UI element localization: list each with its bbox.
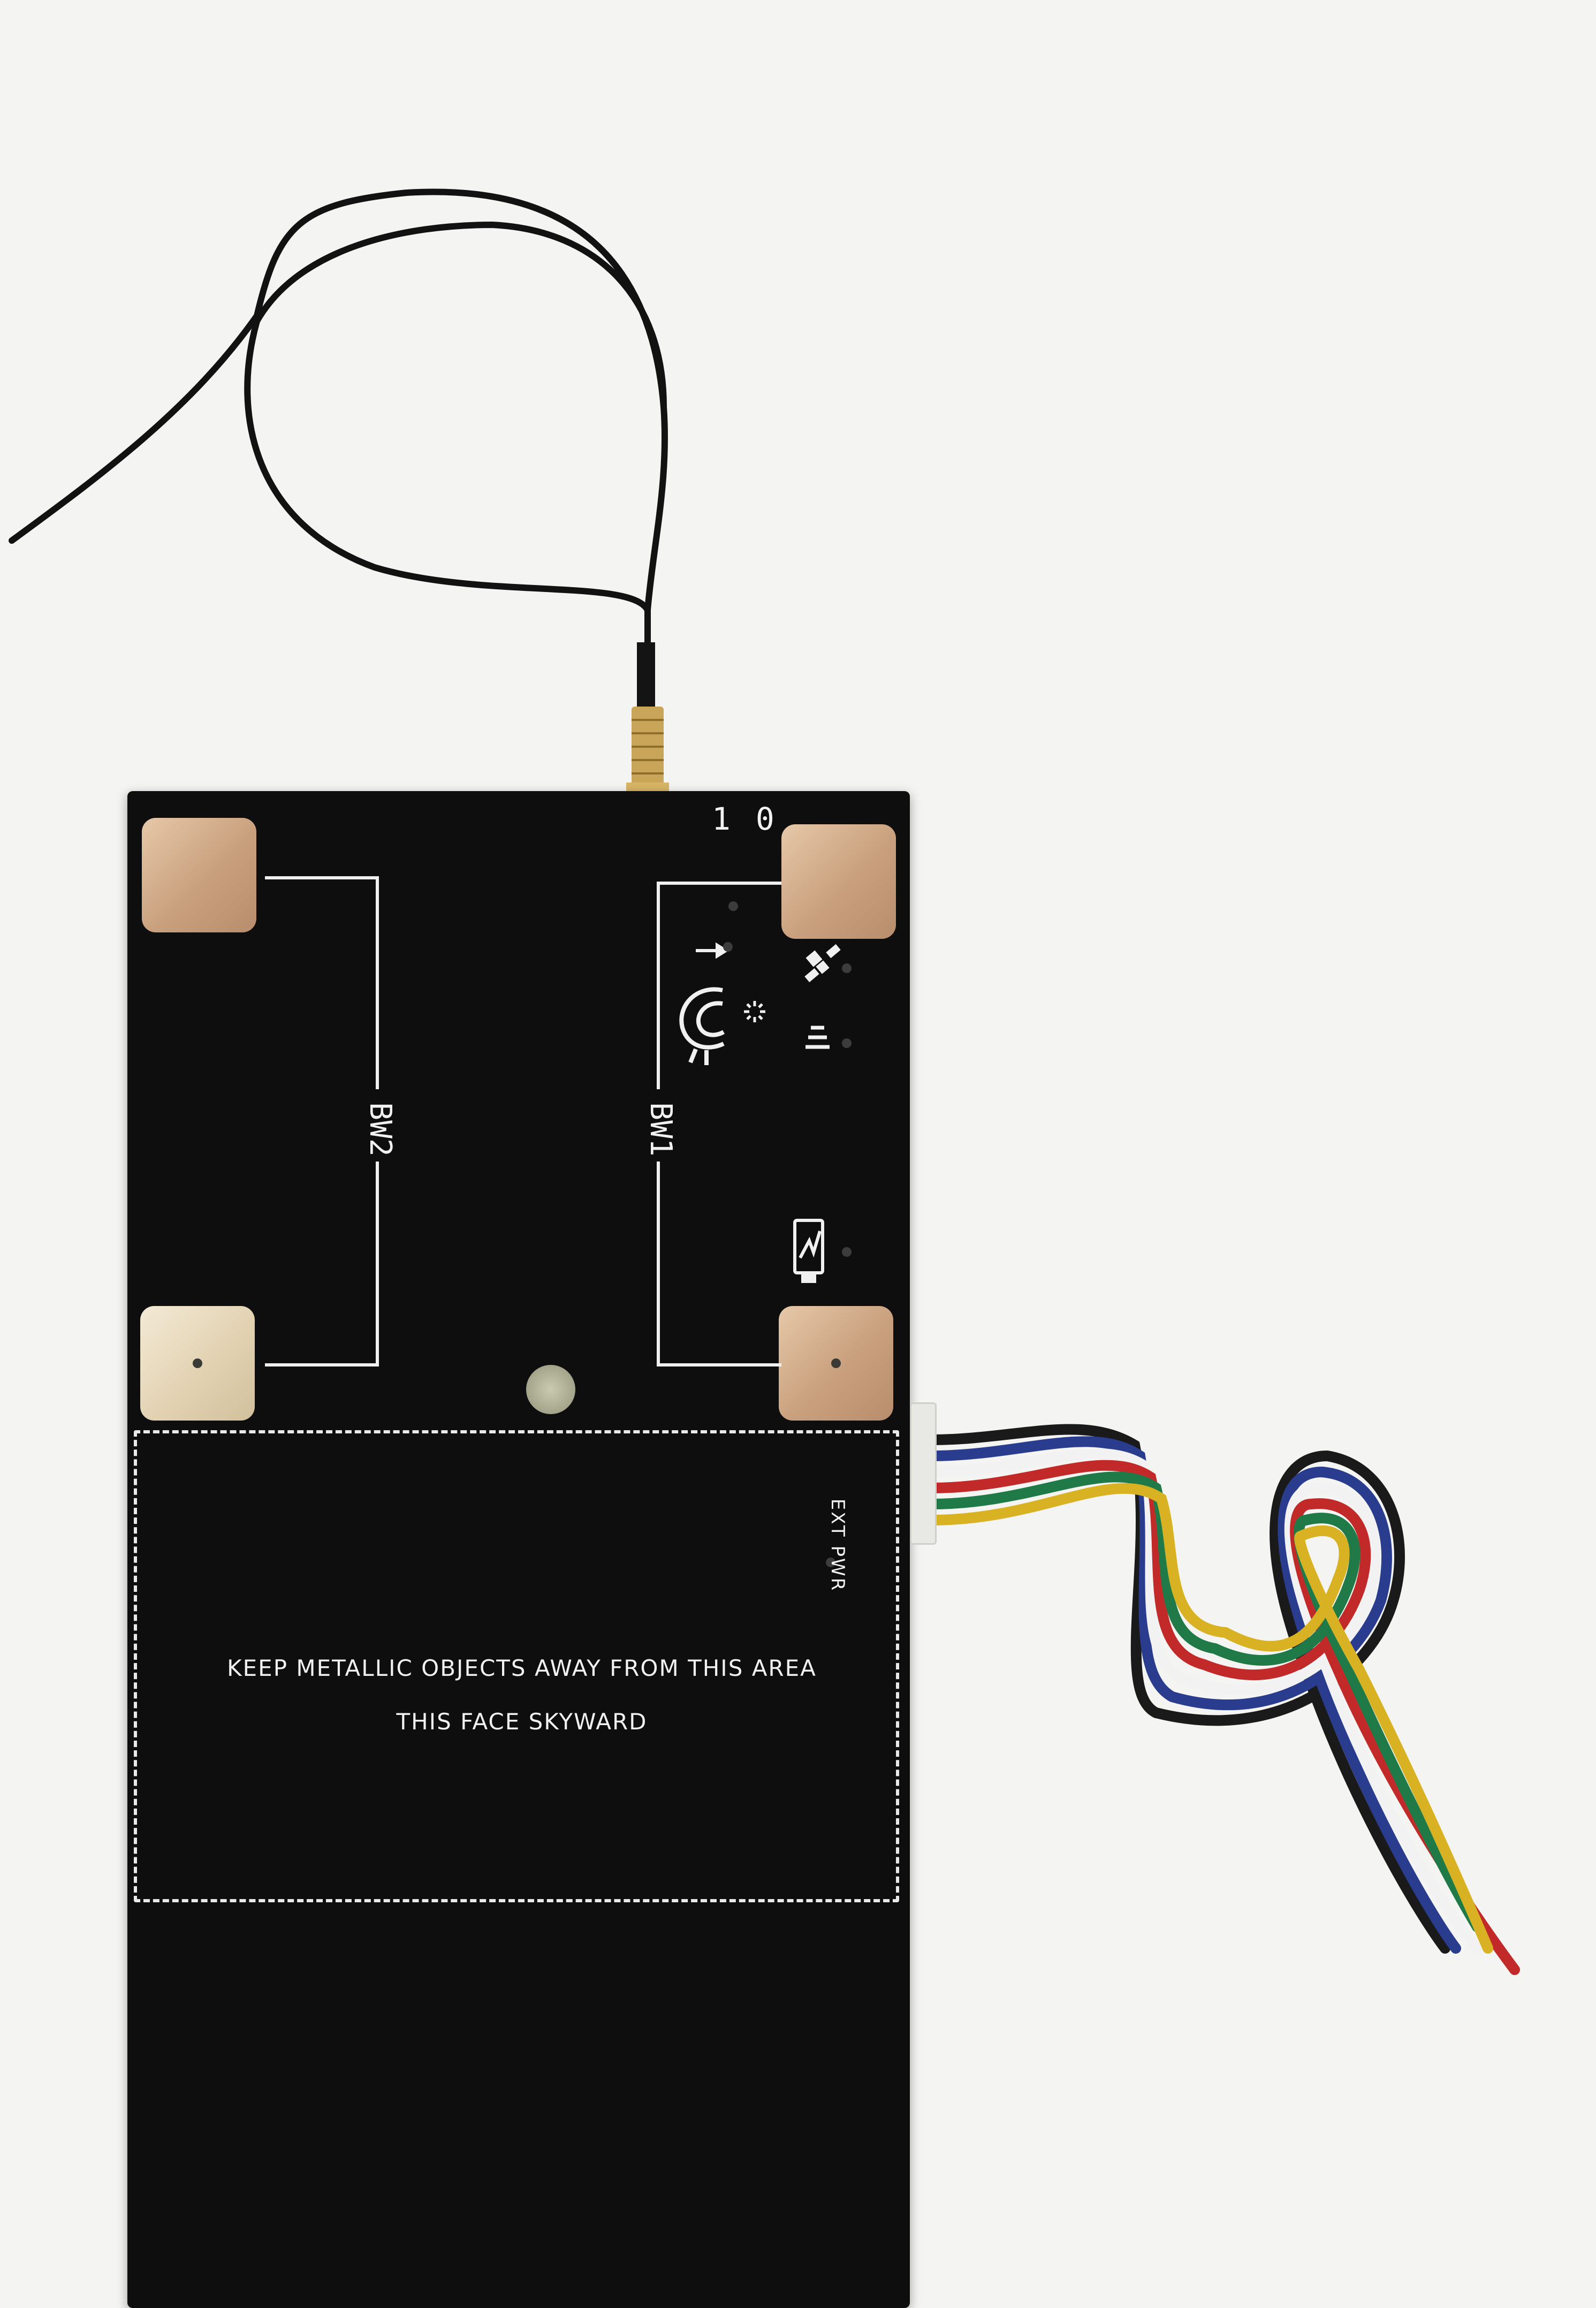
- photo-scene: 1 0 BW2 BW1: [9, 188, 1520, 2308]
- board-number-label: 1 0: [712, 801, 778, 837]
- wire-harness: [926, 1424, 1520, 1975]
- magnet-icon: [679, 987, 725, 1065]
- pad-top-left: [142, 818, 256, 932]
- silkscreen-traces: [265, 876, 781, 1366]
- arrow-right-icon: [696, 942, 729, 959]
- pad-bottom-left: [140, 1306, 255, 1421]
- pad-bottom-right: [779, 1306, 893, 1421]
- cables-layer: [9, 188, 1520, 1975]
- sma-connector: [626, 642, 669, 793]
- led-indicator: [842, 1038, 852, 1048]
- pad-via: [831, 1358, 841, 1368]
- pad-top-right: [781, 824, 896, 939]
- fiducial-mark: [526, 1365, 575, 1414]
- ext-pwr-label: EXT PWR: [827, 1498, 848, 1592]
- warning-text: KEEP METALLIC OBJECTS AWAY FROM THIS ARE…: [227, 1655, 817, 1681]
- antenna-cable: [9, 188, 668, 699]
- battery-charge-icon: [793, 1219, 824, 1283]
- keepout-area: [134, 1430, 899, 1902]
- signal-bars-icon: [805, 1026, 830, 1049]
- led-indicator: [842, 963, 852, 973]
- status-icons: [679, 942, 841, 1283]
- satellite-icon: [804, 944, 841, 983]
- led-indicator: [826, 1558, 835, 1567]
- led-indicator: [728, 901, 738, 911]
- wire-connector: [910, 1402, 937, 1545]
- led-indicator: [723, 942, 733, 952]
- led-indicator: [842, 1247, 852, 1257]
- pad-via: [193, 1358, 202, 1368]
- sun-icon: [744, 1001, 765, 1022]
- orientation-text: THIS FACE SKYWARD: [396, 1709, 648, 1735]
- pcb-board: [127, 791, 910, 2308]
